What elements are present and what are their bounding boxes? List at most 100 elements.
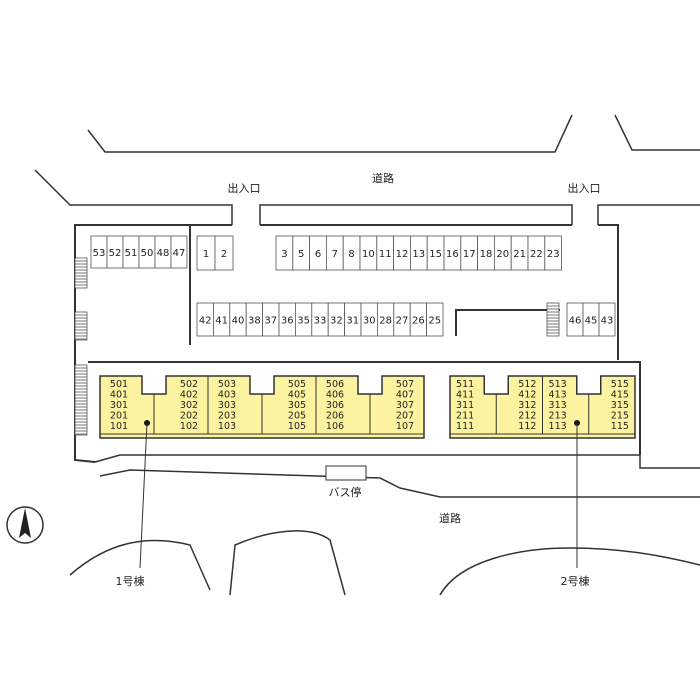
unit-number: 113 bbox=[549, 421, 567, 432]
lot-boundary bbox=[74, 224, 641, 463]
parking-stall-number: 5 bbox=[298, 249, 304, 260]
parking-stall-number: 50 bbox=[141, 248, 154, 259]
parking-stall: 22 bbox=[527, 235, 546, 271]
parking-stall: 11 bbox=[376, 235, 394, 271]
unit-number: 313 bbox=[549, 400, 567, 411]
parking-stall-number: 47 bbox=[173, 248, 186, 259]
parking-stall-number: 46 bbox=[569, 316, 582, 327]
parking-stall-number: 45 bbox=[585, 316, 598, 327]
unit-number: 115 bbox=[611, 421, 629, 432]
entrance-right-label: 出入口 bbox=[568, 181, 601, 195]
parking-stall: 42 bbox=[196, 302, 214, 337]
parking-stall-number: 32 bbox=[330, 316, 343, 327]
unit-number: 515 bbox=[611, 379, 629, 390]
unit-number: 415 bbox=[611, 390, 629, 401]
unit-number: 503 bbox=[218, 379, 236, 390]
parking-stall: 28 bbox=[376, 302, 395, 337]
parking-stall-number: 26 bbox=[412, 316, 425, 327]
parking-stall-number: 48 bbox=[157, 248, 170, 259]
parking-stall-number: 41 bbox=[215, 316, 228, 327]
parking-stall: 7 bbox=[325, 235, 344, 271]
parking-stall-number: 38 bbox=[248, 316, 261, 327]
parking-stall-number: 15 bbox=[429, 249, 442, 260]
parking-stall-number: 30 bbox=[363, 316, 376, 327]
unit-number: 101 bbox=[110, 421, 128, 432]
parking-stall-number: 36 bbox=[281, 316, 294, 327]
bottom-curve-right bbox=[439, 547, 700, 596]
parking-stall-number: 1 bbox=[203, 249, 209, 260]
parking-stall-number: 33 bbox=[314, 316, 327, 327]
parking-stall: 16 bbox=[443, 235, 462, 271]
parking-stall: 41 bbox=[212, 302, 231, 337]
unit-number: 111 bbox=[456, 421, 474, 432]
parking-stall-number: 17 bbox=[463, 249, 476, 260]
unit-number: 405 bbox=[288, 390, 306, 401]
parking-stall: 6 bbox=[309, 235, 327, 271]
unit-number: 206 bbox=[326, 411, 344, 422]
parking-stall-number: 16 bbox=[446, 249, 459, 260]
parking-stall-number: 27 bbox=[396, 316, 409, 327]
parking-stall-number: 20 bbox=[496, 249, 509, 260]
unit-number: 205 bbox=[288, 411, 306, 422]
unit-number: 406 bbox=[326, 390, 344, 401]
parking-stall: 46 bbox=[566, 302, 584, 337]
parking-stall-number: 51 bbox=[125, 248, 138, 259]
parking-stall-number: 52 bbox=[109, 248, 122, 259]
unit-number: 305 bbox=[288, 400, 306, 411]
parking-stall: 52 bbox=[106, 235, 124, 269]
unit-number: 103 bbox=[218, 421, 236, 432]
parking-stall: 20 bbox=[493, 235, 512, 271]
parking-stall: 5 bbox=[292, 235, 310, 271]
parking-stall-number: 13 bbox=[412, 249, 425, 260]
parking-stall: 30 bbox=[360, 302, 378, 337]
unit-number: 311 bbox=[456, 400, 474, 411]
parking-stall: 35 bbox=[294, 302, 313, 337]
bottom-curve-left bbox=[69, 539, 211, 591]
top-road-edge bbox=[87, 114, 573, 153]
unit-number: 401 bbox=[110, 390, 128, 401]
parking-stall: 1 bbox=[196, 235, 216, 271]
north-arrow-icon bbox=[6, 506, 44, 544]
parking-stall: 33 bbox=[311, 302, 329, 337]
bottom-road-sidewalk bbox=[99, 469, 700, 498]
parking-stall: 40 bbox=[229, 302, 247, 337]
parking-stall: 25 bbox=[426, 302, 444, 337]
bottom-road-top-edge bbox=[94, 454, 700, 469]
unit-number: 102 bbox=[180, 421, 198, 432]
parking-stall: 48 bbox=[154, 235, 172, 269]
unit-number: 513 bbox=[549, 379, 567, 390]
unit-number: 301 bbox=[110, 400, 128, 411]
unit-number: 512 bbox=[518, 379, 536, 390]
lot-front-edge-right bbox=[597, 204, 700, 225]
parking-stall-number: 8 bbox=[348, 249, 354, 260]
parking-stall-number: 31 bbox=[346, 316, 359, 327]
parking-stall: 37 bbox=[262, 302, 280, 337]
parking-stall: 3 bbox=[275, 235, 294, 271]
parking-stall-number: 7 bbox=[332, 249, 338, 260]
parking-stall-number: 42 bbox=[199, 316, 212, 327]
unit-number: 502 bbox=[180, 379, 198, 390]
unit-number: 215 bbox=[611, 411, 629, 422]
unit-number: 211 bbox=[456, 411, 474, 422]
parking-stall: 17 bbox=[460, 235, 478, 271]
unit-number: 202 bbox=[180, 411, 198, 422]
unit-number: 501 bbox=[110, 379, 128, 390]
parking-stall-number: 22 bbox=[530, 249, 543, 260]
parking-stall: 26 bbox=[409, 302, 428, 337]
building-2: 5114113112111115124123122121125134133132… bbox=[449, 375, 636, 439]
building1-leader-line bbox=[139, 422, 148, 569]
unit-number: 403 bbox=[218, 390, 236, 401]
bus-stop-label: バス停 bbox=[329, 485, 362, 499]
unit-number: 411 bbox=[456, 390, 474, 401]
parking-stall-number: 43 bbox=[601, 316, 614, 327]
stairs bbox=[74, 257, 560, 436]
parking-stall-number: 12 bbox=[396, 249, 409, 260]
unit-number: 203 bbox=[218, 411, 236, 422]
unit-number: 213 bbox=[549, 411, 567, 422]
unit-number: 201 bbox=[110, 411, 128, 422]
parking-stall: 2 bbox=[214, 235, 234, 271]
parking-stall: 10 bbox=[359, 235, 378, 271]
parking-stall: 8 bbox=[342, 235, 361, 271]
